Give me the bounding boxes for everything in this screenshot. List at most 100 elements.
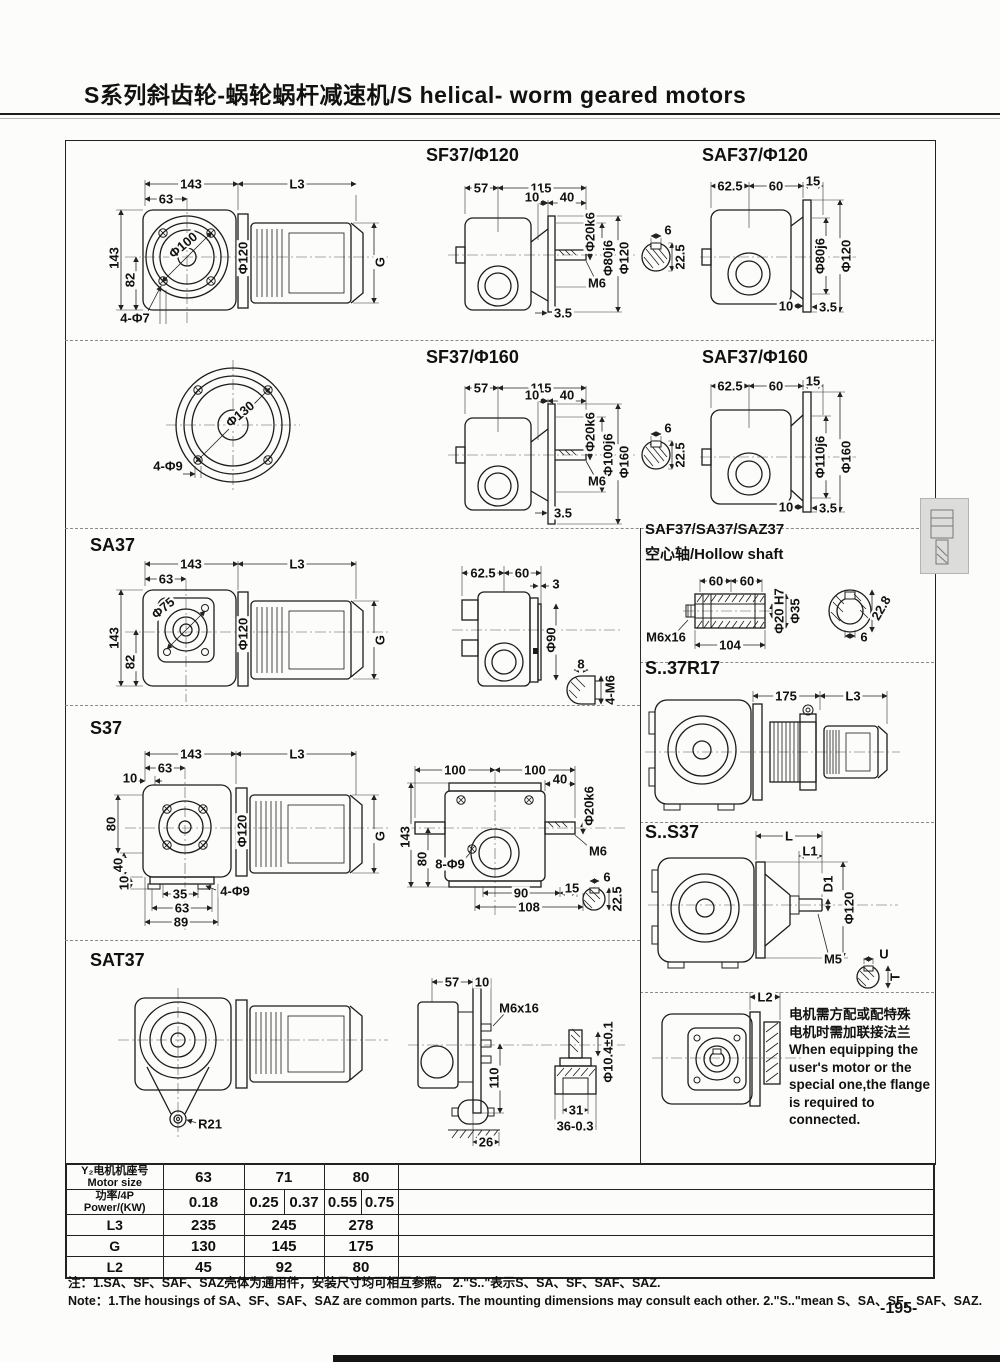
dim-label: 82 xyxy=(122,652,138,672)
dim-label: 22.5 xyxy=(672,242,688,272)
dim-label: Φ35 xyxy=(787,596,803,626)
dim-label: M6 xyxy=(585,473,609,489)
dim-label: 4-Φ7 xyxy=(118,310,152,326)
dim-label: M6 xyxy=(586,843,610,859)
dim-label: 10 xyxy=(522,189,542,205)
dim-label: Φ120 xyxy=(616,239,632,277)
page-title: S系列斜齿轮-蜗轮蜗杆减速机/S helical- worm geared mo… xyxy=(84,82,747,108)
dim-label: 143 xyxy=(397,824,413,850)
dim-label: Φ160 xyxy=(616,443,632,481)
dim-label: 63 xyxy=(156,571,176,587)
scan-edge-bar xyxy=(333,1355,1000,1362)
dim-label: 22.5 xyxy=(672,440,688,470)
dim-label: T xyxy=(887,971,903,983)
table-row-l2: L2 45 92 80 xyxy=(65,1256,935,1279)
dim-label: Φ10.4±0.1 xyxy=(600,1019,616,1085)
row-separator xyxy=(65,528,934,529)
dim-label: Φ20k6 xyxy=(582,210,598,254)
dim-label: Φ20k6 xyxy=(581,784,597,828)
row-header: 功率/4P Power/(KW) xyxy=(65,1189,164,1215)
dim-label: 57 xyxy=(471,380,491,396)
dim-label: 63 xyxy=(155,760,175,776)
dim-label: 4-Φ9 xyxy=(218,883,252,899)
dim-label: 8 xyxy=(575,656,587,672)
dim-label: 62.5 xyxy=(715,378,745,394)
dim-label: 15 xyxy=(803,173,823,189)
dim-label: 4-Φ9 xyxy=(151,458,185,474)
note-line-cn: 电机需方配或配特殊 xyxy=(789,1007,911,1022)
note-line-en: When equipping the xyxy=(789,1042,918,1057)
dim-label: 36-0.3 xyxy=(554,1118,596,1134)
table-cell: 235 xyxy=(162,1214,245,1236)
dim-label: 80 xyxy=(103,814,119,834)
row-separator xyxy=(640,992,934,993)
dim-label: 143 xyxy=(106,245,122,271)
table-cell: 71 xyxy=(243,1163,325,1190)
dim-label: Φ160 xyxy=(838,438,854,476)
dim-label: 60 xyxy=(766,178,786,194)
table-cell: 278 xyxy=(323,1214,399,1236)
dim-label: 6 xyxy=(858,629,870,645)
dim-label: 110 xyxy=(486,1065,502,1091)
table-cell: 0.25 xyxy=(243,1189,285,1215)
table-row-motor-size: Y₂电机机座号 Motor size 63 71 80 xyxy=(65,1163,935,1190)
dim-label: 89 xyxy=(171,914,191,930)
dim-label: 10 xyxy=(472,974,492,990)
dim-label: Φ20 H7 xyxy=(771,586,787,636)
drawing-title-s37r17: S..37R17 xyxy=(645,658,721,678)
dim-label: U xyxy=(877,946,891,962)
drawing-title-sa37: SA37 xyxy=(90,535,136,555)
dim-label: 60 xyxy=(706,573,726,589)
dim-label: Φ120 xyxy=(235,239,251,277)
table-cell: 175 xyxy=(323,1235,399,1257)
dim-label: 63 xyxy=(156,191,176,207)
note-line-en: special one,the flange xyxy=(789,1077,931,1092)
table-cell: 45 xyxy=(162,1256,245,1279)
row-header-cn: 功率/4P xyxy=(95,1190,134,1202)
footnote-cn: 注：1.SA、SF、SAF、SAZ壳体为通用件，安装尺寸均可相互参照。 2."S… xyxy=(68,1276,661,1290)
drawing-title-hollow-shaft-2: 空心轴/Hollow shaft xyxy=(645,546,784,563)
dim-label: Φ120 xyxy=(841,889,857,927)
table-cell: 0.55 xyxy=(323,1189,362,1215)
dim-label: L3 xyxy=(843,688,863,704)
dim-label: M5 xyxy=(821,951,845,967)
dim-label: L1 xyxy=(800,843,820,859)
title-underline-2 xyxy=(0,118,1000,119)
dim-label: 82 xyxy=(122,270,138,290)
dim-label: 175 xyxy=(773,688,799,704)
dim-label: 3 xyxy=(550,576,562,592)
dim-label: Φ80j6 xyxy=(600,238,616,278)
table-cell: 145 xyxy=(243,1235,325,1257)
dim-label: 40 xyxy=(110,855,126,875)
row-header: G xyxy=(65,1235,164,1257)
dim-label: 8-Φ9 xyxy=(433,856,467,872)
dim-label: M6 xyxy=(585,275,609,291)
dim-label: 40 xyxy=(550,771,570,787)
dim-label: Φ80j6 xyxy=(812,236,828,276)
note-line-en: is required to connected. xyxy=(789,1094,875,1128)
table-cell: 80 xyxy=(323,1163,399,1190)
dim-label: 90 xyxy=(511,885,531,901)
dim-label: 15 xyxy=(562,880,582,896)
table-cell: 0.18 xyxy=(162,1189,245,1215)
drawing-title-saf37-160: SAF37/Φ160 xyxy=(702,347,808,367)
section-tab[interactable] xyxy=(920,498,969,574)
dim-label: 3.5 xyxy=(816,299,840,315)
dim-label: Φ100j6 xyxy=(600,431,616,479)
dim-label: 60 xyxy=(737,573,757,589)
table-cell: 63 xyxy=(162,1163,245,1190)
dim-label: 63 xyxy=(172,900,192,916)
column-separator xyxy=(640,528,641,1163)
row-separator xyxy=(65,705,640,706)
row-header: Y₂电机机座号 Motor size xyxy=(65,1163,164,1190)
dim-label: Φ120 xyxy=(838,237,854,275)
dim-label: 100 xyxy=(522,762,548,778)
note-line-cn: 电机时需加联接法兰 xyxy=(789,1024,911,1040)
dim-label: 100 xyxy=(442,762,468,778)
dim-label: 6 xyxy=(662,420,674,436)
dim-label: 40 xyxy=(557,189,577,205)
dim-label: 143 xyxy=(106,625,122,651)
dim-label: 10 xyxy=(776,298,796,314)
dim-label: 6 xyxy=(601,869,613,885)
dim-label: 104 xyxy=(717,637,743,653)
